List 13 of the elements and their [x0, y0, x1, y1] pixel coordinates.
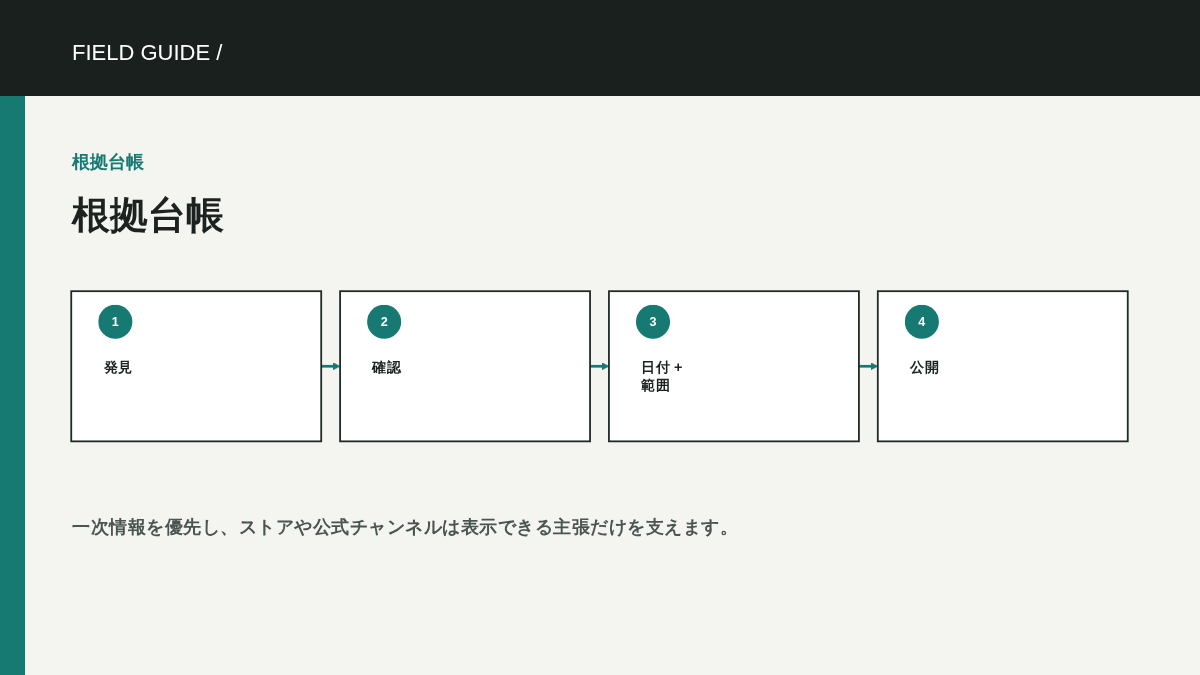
caption-text: 一次情報を優先し、ストアや公式チャンネルは表示できる主張だけを支えます。 — [72, 516, 738, 539]
step-box — [876, 290, 1129, 443]
step-label: 確認 — [372, 358, 402, 377]
arrow — [321, 362, 341, 371]
header-text: FIELD GUIDE / — [72, 39, 223, 67]
step-box — [608, 290, 860, 443]
step-label: 日付 + 範囲 — [641, 358, 684, 395]
step-label: 発見 — [103, 358, 133, 377]
step-box — [339, 290, 591, 443]
step-box — [70, 290, 323, 443]
step-label: 公開 — [910, 358, 939, 377]
page-title: 根拠台帳 — [72, 193, 224, 238]
section-label: 根拠台帳 — [72, 151, 144, 174]
